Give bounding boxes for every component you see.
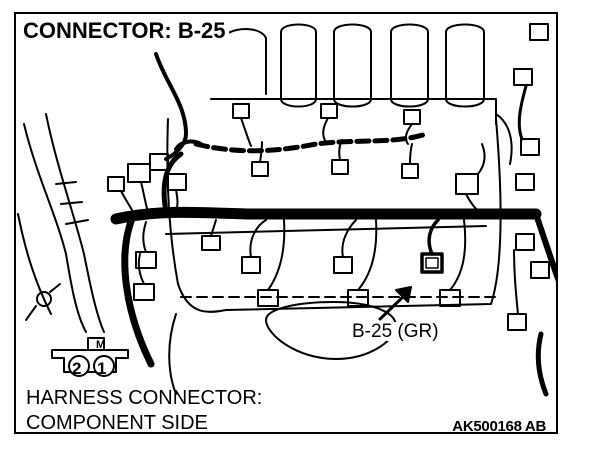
connector-mid-1 xyxy=(201,235,221,251)
connector-mid-2 xyxy=(241,256,261,274)
upper-harness xyxy=(174,131,429,154)
intake-runners xyxy=(210,23,497,125)
connector-edge-6 xyxy=(530,261,550,279)
connector-mid-3 xyxy=(333,256,353,274)
connector-callout-label: B-25 (GR) xyxy=(350,321,441,342)
pin-2-label: 2 xyxy=(72,359,82,378)
diagram-frame: CONNECTOR: B-25 B-25 (GR) M 2 1 HARNESS … xyxy=(14,12,558,434)
component-side-label: COMPONENT SIDE xyxy=(26,412,208,434)
harness-connector-symbol xyxy=(51,337,129,377)
connectors xyxy=(107,23,550,397)
connector-left-2 xyxy=(127,163,151,183)
connector-row2-1 xyxy=(251,161,269,177)
left-hose xyxy=(17,113,105,333)
connector-top-2 xyxy=(320,103,338,119)
connector-edge-1 xyxy=(513,68,533,86)
engine-wiring-illustration xyxy=(17,23,556,397)
connector-edge-4 xyxy=(515,173,535,191)
connector-edge-2 xyxy=(529,23,549,41)
connector-top-3 xyxy=(403,109,421,125)
main-harness xyxy=(110,151,556,368)
connector-row2-3 xyxy=(401,163,419,179)
connector-left-3 xyxy=(149,153,169,171)
connector-left-4 xyxy=(167,173,187,191)
connector-row2-2 xyxy=(331,159,349,175)
connector-left-1 xyxy=(107,176,125,192)
diagram-title: CONNECTOR: B-25 xyxy=(22,20,229,43)
connector-left-lower-2 xyxy=(133,283,155,301)
figure-code: AK500168 AB xyxy=(452,418,546,434)
connector-edge-5 xyxy=(515,233,535,251)
connector-b25-highlight xyxy=(420,252,444,274)
connector-top-1 xyxy=(232,103,250,119)
connector-edge-7 xyxy=(507,313,527,331)
connector-edge-3 xyxy=(520,138,540,156)
pin-1-label: 1 xyxy=(97,359,107,378)
harness-connector-label: HARNESS CONNECTOR: xyxy=(26,387,263,409)
connector-right-1 xyxy=(455,173,479,195)
pin-marker-label: M xyxy=(96,339,106,351)
ground-terminal xyxy=(25,283,61,321)
